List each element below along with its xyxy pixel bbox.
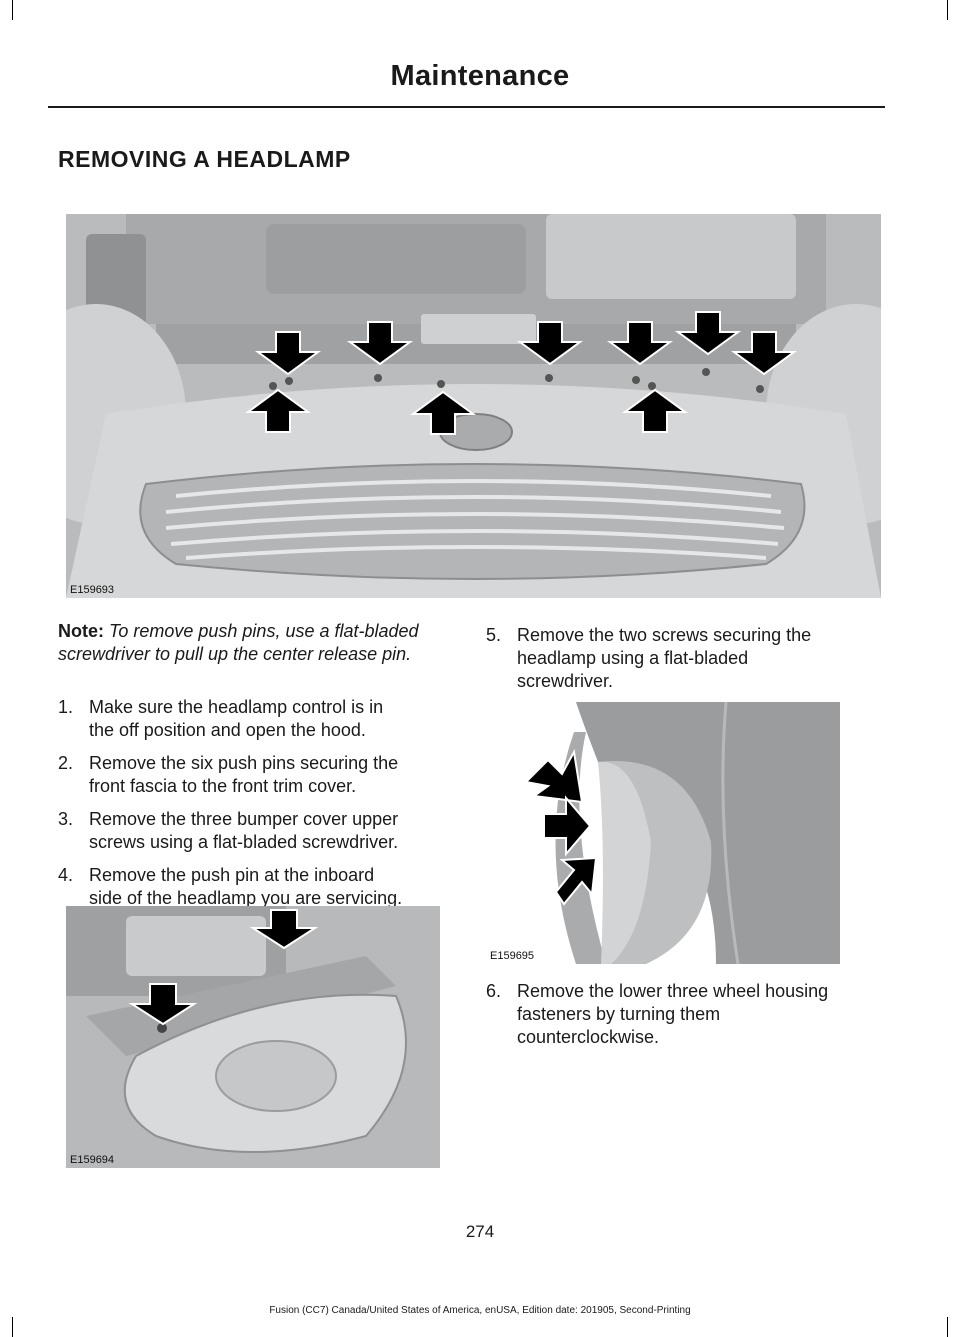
step-text-line: Remove the three bumper cover upper bbox=[89, 809, 399, 829]
step-6: 6. Remove the lower three wheel housing … bbox=[486, 980, 896, 1049]
step-number: 5. bbox=[486, 625, 502, 645]
up-arrow-group bbox=[244, 388, 689, 435]
wheel-housing-illustration bbox=[486, 702, 840, 964]
step-text-line: side of the headlamp you are servicing. bbox=[89, 888, 403, 908]
note-paragraph: Note: To remove push pins, use a flat-bl… bbox=[58, 620, 448, 666]
step-text-line: Remove the push pin at the inboard bbox=[89, 865, 375, 885]
crop-mark bbox=[12, 0, 13, 20]
figure-code: E159695 bbox=[490, 950, 535, 962]
figure-headlamp-pin: E159694 bbox=[66, 906, 440, 1168]
step-text-line: screws using a flat-bladed screwdriver. bbox=[89, 832, 399, 852]
figure-wheel-housing: E159695 bbox=[486, 702, 840, 964]
note-text: To remove push pins, use a flat-bladed s… bbox=[58, 621, 419, 664]
page-footer: Fusion (CC7) Canada/United States of Ame… bbox=[269, 1305, 691, 1316]
step-text-line: front fascia to the front trim cover. bbox=[89, 776, 357, 796]
step-2: 2. Remove the six push pins securing the… bbox=[58, 752, 458, 798]
page-header-title: Maintenance bbox=[390, 60, 570, 92]
step-1: 1. Make sure the headlamp control is in … bbox=[58, 696, 458, 742]
step-text-line: Remove the six push pins securing the bbox=[89, 753, 399, 773]
note-lead: Note: bbox=[58, 621, 104, 641]
step-text-line: Make sure the headlamp control is in bbox=[89, 697, 384, 717]
step-5: 5. Remove the two screws securing the he… bbox=[486, 624, 886, 693]
headlamp-illustration bbox=[66, 906, 440, 1168]
step-number: 4. bbox=[58, 865, 74, 885]
section-title: REMOVING A HEADLAMP bbox=[58, 146, 351, 172]
step-text-line: the off position and open the hood. bbox=[89, 720, 366, 740]
step-number: 2. bbox=[58, 753, 74, 773]
step-number: 3. bbox=[58, 809, 74, 829]
crop-mark bbox=[947, 1317, 948, 1337]
step-text-line: Remove the lower three wheel housing bbox=[517, 981, 829, 1001]
front-fascia-illustration bbox=[66, 214, 881, 598]
step-text-line: Remove the two screws securing the bbox=[517, 625, 812, 645]
figure-front-fascia: E159693 bbox=[66, 214, 881, 598]
header-divider bbox=[48, 106, 885, 108]
crop-mark bbox=[12, 1317, 13, 1337]
step-4: 4. Remove the push pin at the inboard si… bbox=[58, 864, 458, 910]
step-number: 1. bbox=[58, 697, 74, 717]
figure-code: E159693 bbox=[70, 584, 115, 596]
step-text-line: counterclockwise. bbox=[517, 1027, 660, 1047]
step-3: 3. Remove the three bumper cover upper s… bbox=[58, 808, 458, 854]
crop-mark bbox=[947, 0, 948, 20]
step-text-line: fasteners by turning them bbox=[517, 1004, 721, 1024]
page-number: 274 bbox=[465, 1222, 495, 1241]
down-arrow-group bbox=[128, 909, 319, 1026]
step-number: 6. bbox=[486, 981, 502, 1001]
step-text-line: headlamp using a flat-bladed bbox=[517, 648, 749, 668]
step-text-line: screwdriver. bbox=[517, 671, 614, 691]
figure-code: E159694 bbox=[70, 1154, 115, 1166]
down-arrow-group bbox=[254, 311, 798, 376]
right-arrow-group bbox=[523, 748, 598, 906]
